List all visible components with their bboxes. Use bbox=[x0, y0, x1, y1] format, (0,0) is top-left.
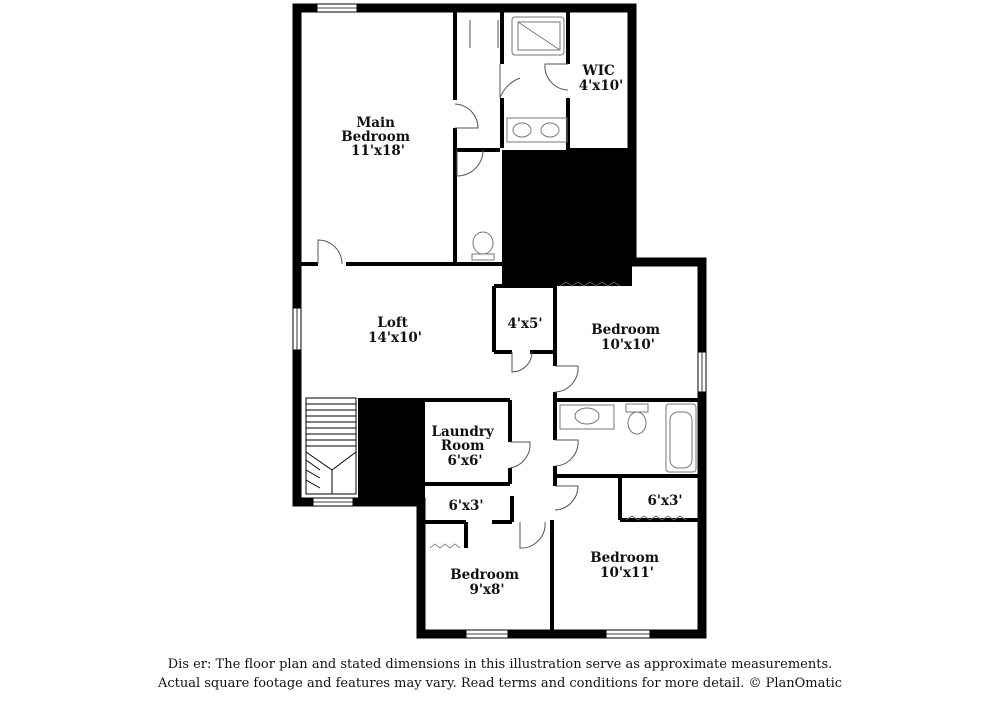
laundry-name-line2: Room bbox=[441, 438, 485, 454]
closet-4x5-size: 4'x5' bbox=[507, 316, 542, 332]
solid-chase-lower bbox=[358, 398, 425, 502]
stairs bbox=[305, 397, 357, 495]
laundry-name-line1: Laundry bbox=[432, 424, 495, 440]
main-bedroom-name-line2: Bedroom bbox=[341, 129, 410, 145]
closet-6x3-right-size: 6'x3' bbox=[647, 493, 682, 509]
closet-6x3-right-label: 6'x3' bbox=[647, 493, 682, 509]
double-vanity bbox=[506, 117, 568, 143]
toilet-tank-hall bbox=[625, 403, 649, 413]
bathtub bbox=[665, 403, 697, 473]
laundry-label: Laundry Room 6'x6' bbox=[432, 424, 499, 469]
windows bbox=[292, 3, 707, 639]
bedroom-2-size: 10'x10' bbox=[601, 337, 655, 353]
bedroom-3-name: Bedroom bbox=[450, 567, 519, 583]
window-panes bbox=[296, 7, 703, 635]
loft-name: Loft bbox=[377, 315, 408, 331]
interior-walls bbox=[297, 10, 702, 634]
loft-label: Loft 14'x10' bbox=[368, 315, 422, 346]
toilet-bowl-hall bbox=[627, 411, 647, 435]
toilet-bowl-main bbox=[472, 231, 494, 255]
hall-vanity bbox=[559, 404, 615, 430]
toilet-tank-main bbox=[471, 253, 495, 261]
exterior-walls bbox=[292, 3, 707, 639]
bedroom-2-name: Bedroom bbox=[591, 322, 660, 338]
bath-fixtures bbox=[471, 16, 697, 473]
wic-size: 4'x10' bbox=[579, 78, 624, 94]
main-bedroom-name-line1: Main bbox=[356, 115, 395, 131]
closet-doors bbox=[429, 281, 687, 549]
disclaimer-line-1: Dis er: The floor plan and stated dimens… bbox=[167, 657, 833, 672]
loft-size: 14'x10' bbox=[368, 330, 422, 346]
door-swings bbox=[317, 20, 579, 549]
main-bedroom-size: 11'x18' bbox=[351, 143, 405, 159]
bedroom-3-label: Bedroom 9'x8' bbox=[450, 567, 524, 598]
bedroom-3-size: 9'x8' bbox=[469, 582, 504, 598]
closet-6x3-left-label: 6'x3' bbox=[448, 498, 483, 514]
shower bbox=[511, 16, 565, 56]
main-bedroom-label: Main Bedroom 11'x18' bbox=[341, 115, 415, 159]
bedroom-4-label: Bedroom 10'x11' bbox=[590, 550, 664, 581]
solid-chase-upper bbox=[502, 150, 632, 286]
bedroom-4-size: 10'x11' bbox=[600, 565, 654, 581]
wic-label: WIC 4'x10' bbox=[579, 63, 624, 94]
bedroom-4-name: Bedroom bbox=[590, 550, 659, 566]
closet-6x3-left-size: 6'x3' bbox=[448, 498, 483, 514]
laundry-size: 6'x6' bbox=[447, 453, 482, 469]
bedroom-2-label: Bedroom 10'x10' bbox=[591, 322, 665, 353]
wic-name: WIC bbox=[582, 63, 615, 79]
disclaimer-line-2: Actual square footage and features may v… bbox=[157, 676, 843, 691]
closet-4x5-label: 4'x5' bbox=[507, 316, 542, 332]
